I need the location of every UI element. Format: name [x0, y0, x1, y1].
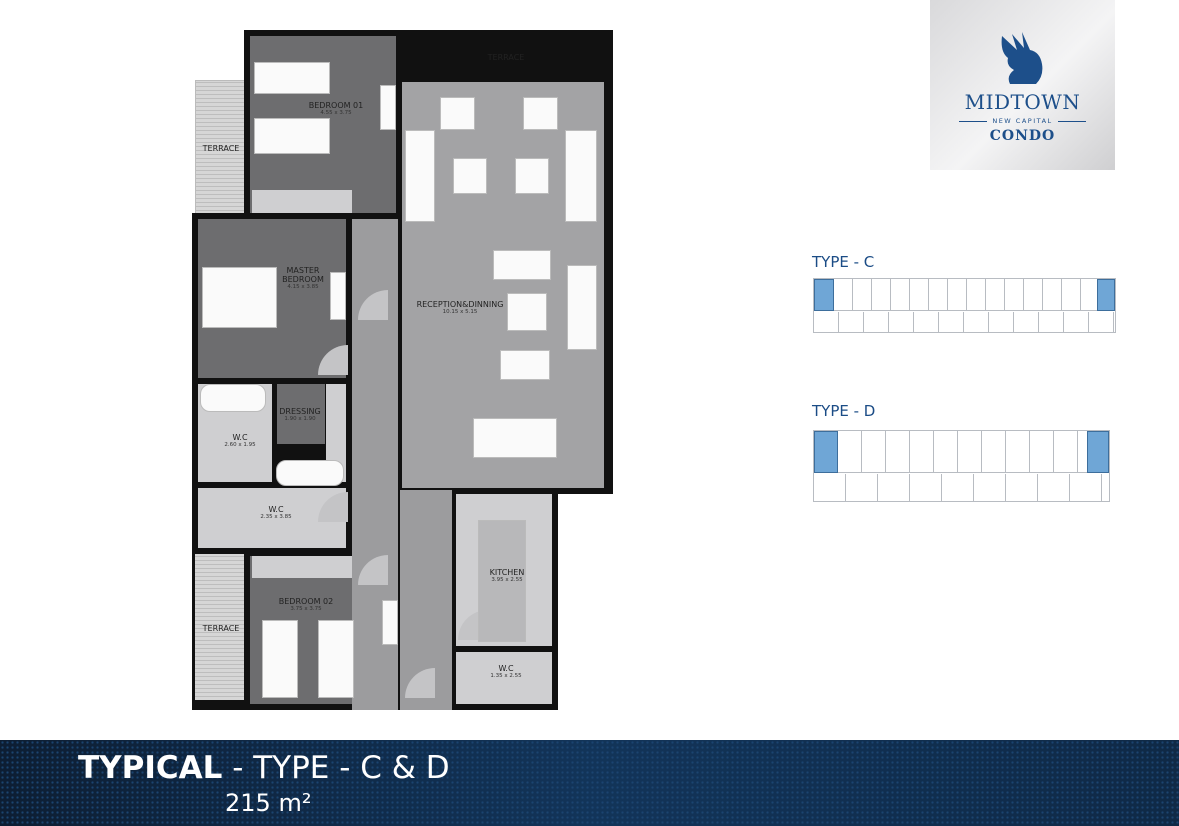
units-row	[814, 474, 1109, 501]
logo-subtitle: NEW CAPITAL	[930, 117, 1115, 125]
table	[453, 158, 487, 194]
key-plan-title: TYPE - C	[812, 253, 875, 271]
key-plan-title: TYPE - D	[812, 402, 876, 420]
bed	[318, 620, 354, 698]
highlighted-unit	[814, 431, 838, 473]
bathtub	[200, 384, 266, 412]
table	[507, 293, 547, 331]
armchair	[493, 250, 551, 280]
room-label: TERRACE	[202, 624, 240, 633]
highlighted-unit	[814, 279, 834, 311]
griffin-icon	[1001, 32, 1043, 84]
sofa	[500, 350, 550, 380]
room-label: TERRACE	[487, 53, 525, 62]
highlighted-unit	[1097, 279, 1115, 311]
closet-bedroom-02	[252, 556, 352, 578]
sofa	[567, 265, 597, 350]
terrace-left-top	[195, 80, 246, 215]
units-row	[814, 312, 1115, 332]
banner-title: TYPICAL - TYPE - C & D	[78, 750, 450, 786]
key-plan-type-d	[813, 430, 1110, 502]
room-dressing-closet	[326, 384, 346, 482]
bed	[254, 62, 330, 94]
dining-table	[473, 418, 557, 458]
highlighted-unit	[1087, 431, 1109, 473]
banner-area: 215 m²	[225, 789, 312, 817]
title-banner: TYPICAL - TYPE - C & D 215 m²	[0, 740, 1179, 826]
room-label: TERRACE	[202, 144, 240, 153]
sofa	[565, 130, 597, 222]
bed	[254, 118, 330, 154]
bed	[202, 267, 277, 328]
logo-title: MIDTOWN	[964, 90, 1081, 114]
desk	[380, 85, 396, 130]
bed	[262, 620, 298, 698]
units-row	[834, 279, 1097, 311]
table	[515, 158, 549, 194]
terrace-left-bottom-fill	[195, 554, 245, 700]
sofa	[405, 130, 435, 222]
units-row	[838, 431, 1087, 473]
bathtub	[276, 460, 344, 486]
midtown-logo: MIDTOWN NEW CAPITAL CONDO	[930, 0, 1115, 170]
desk	[382, 600, 398, 645]
closet-bedroom-01	[252, 190, 352, 213]
logo-condo: CONDO	[989, 128, 1056, 144]
desk	[330, 272, 346, 320]
room-wc-3	[456, 652, 552, 704]
room-dressing	[277, 384, 325, 444]
kitchen-island	[478, 520, 526, 642]
armchair	[440, 97, 475, 130]
armchair	[523, 97, 558, 130]
key-plan-type-c	[813, 278, 1116, 333]
